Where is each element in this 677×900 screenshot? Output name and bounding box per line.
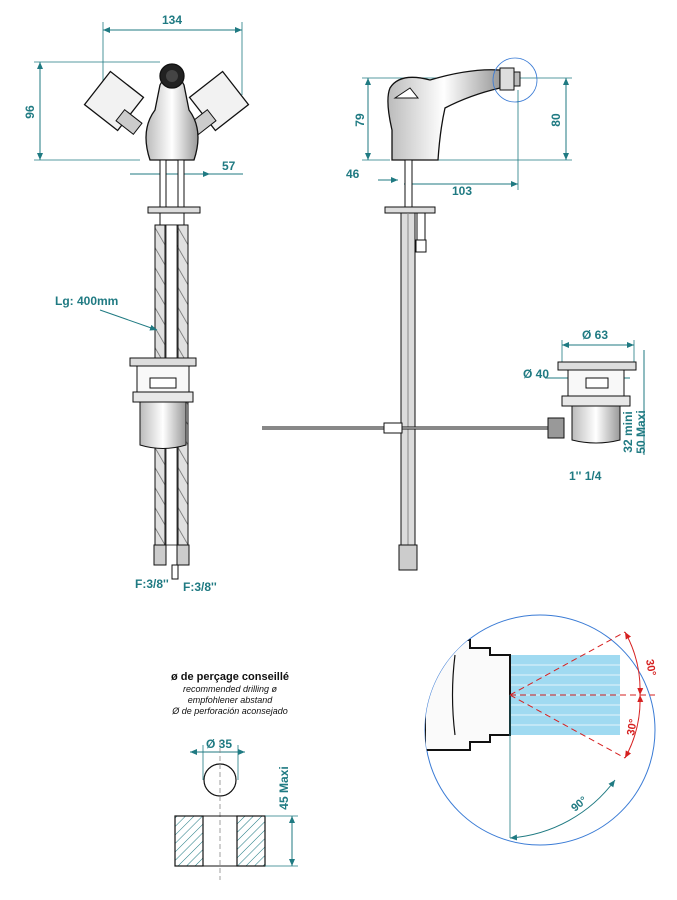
drilling-subtitle-de: empfohlener abstand	[188, 695, 274, 705]
spout-height-label: 80	[549, 113, 563, 127]
faucet-side-body	[387, 69, 501, 161]
offset-label: 46	[346, 167, 360, 181]
mounting-plate	[147, 206, 201, 214]
spray-nozzle-side	[499, 67, 515, 91]
right-handle	[188, 70, 250, 135]
waste-front-plate	[129, 357, 197, 367]
waste-detail: Ø 63 Ø 40 32 mini 50 Maxi 1'' 1/4	[523, 328, 648, 483]
hose-length-label: Lg: 400mm	[55, 294, 118, 308]
side-view: 79 80 46 103	[262, 57, 572, 571]
thread-right-label: F:3/8''	[183, 580, 217, 594]
angle-up-label: 30°	[643, 658, 658, 676]
spacing-dimension-label: 57	[222, 159, 236, 173]
hose-length-leader	[99, 309, 158, 331]
thickness-top-label: 32 mini	[621, 411, 635, 452]
body-height-label: 79	[353, 113, 367, 127]
spray-detail: 30° 30° 90°	[424, 614, 658, 846]
drilling-detail: ø de perçage conseillé recommended drill…	[171, 671, 298, 880]
deck-section-right	[236, 815, 266, 867]
width-dimension-label: 134	[162, 13, 182, 27]
waste-flange	[557, 361, 637, 371]
max-thickness-label: 45 Maxi	[277, 766, 291, 809]
deck-section-left	[174, 815, 204, 867]
angle-down-label: 30°	[625, 718, 640, 736]
outer-diameter-label: Ø 63	[582, 328, 608, 342]
drilling-diameter-label: Ø 35	[206, 737, 232, 751]
spray-nozzle-detail	[425, 639, 511, 751]
front-view: 134 96 57	[23, 13, 250, 594]
height-dimension-label: 96	[23, 105, 37, 119]
drilling-subtitle-en: recommended drilling ø	[183, 684, 278, 694]
inner-diameter-label: Ø 40	[523, 367, 549, 381]
thread-left-label: F:3/8''	[135, 577, 169, 591]
drilling-subtitle-es: Ø de perforación aconsejado	[171, 706, 288, 716]
drilling-title: ø de perçage conseillé	[171, 671, 289, 683]
left-handle	[83, 70, 145, 135]
reach-label: 103	[452, 184, 472, 198]
waste-thread-label: 1'' 1/4	[569, 469, 602, 483]
thickness-bottom-label: 50 Maxi	[634, 410, 648, 453]
